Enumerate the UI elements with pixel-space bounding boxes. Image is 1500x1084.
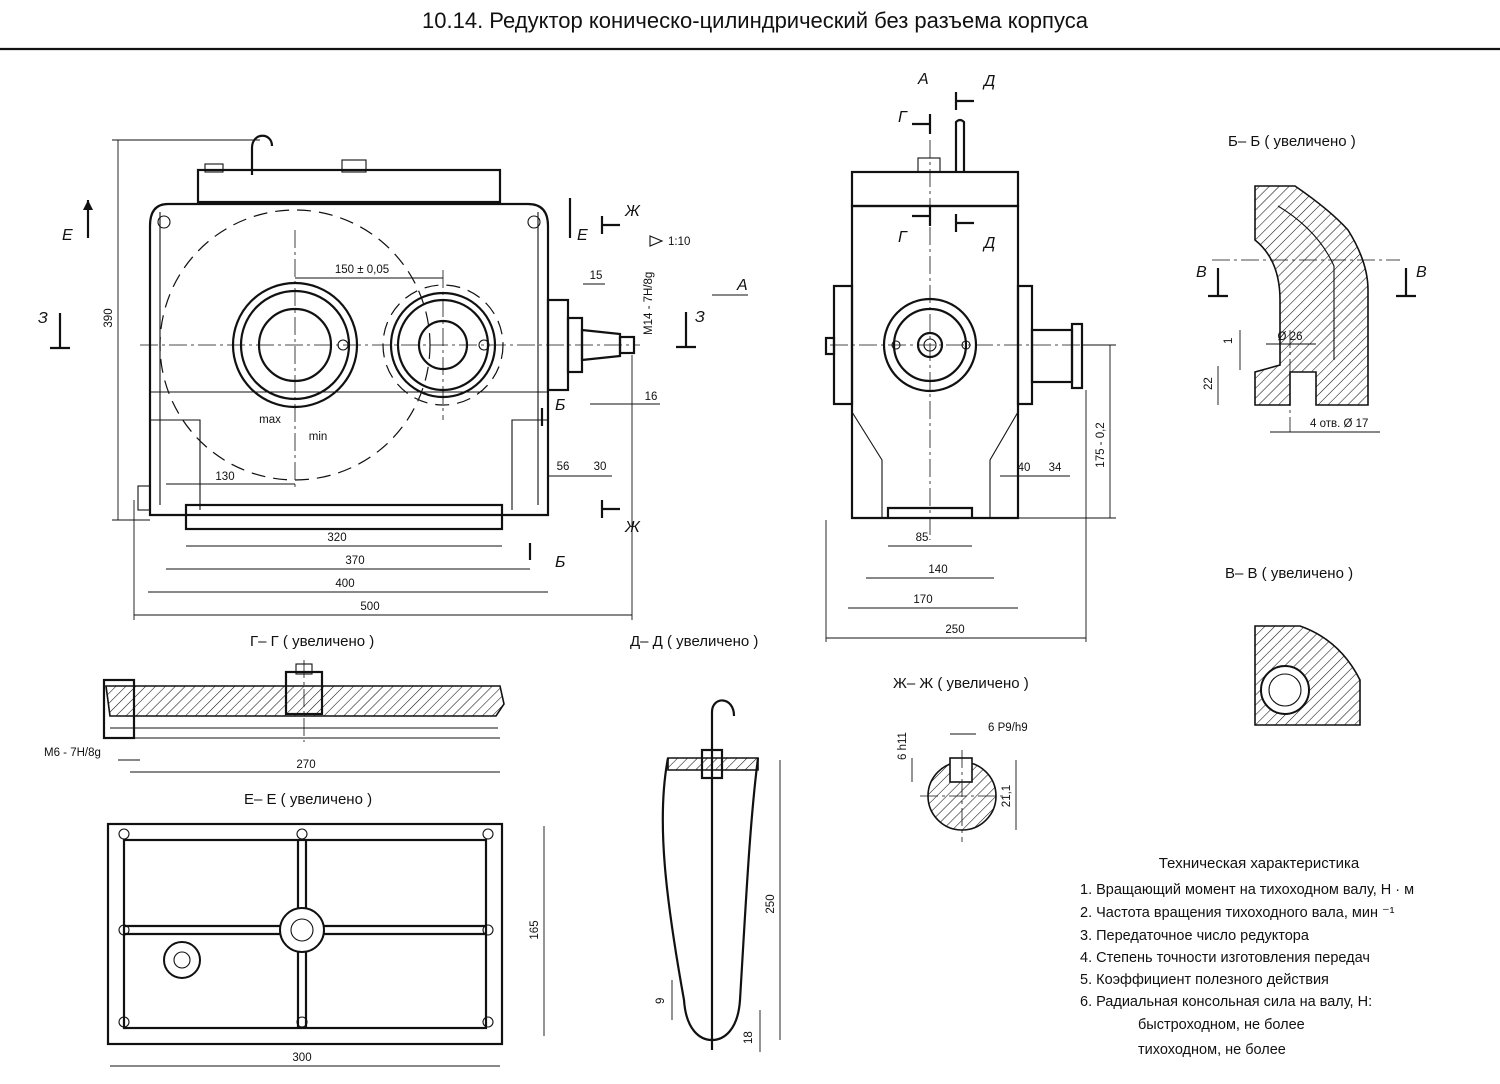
- dim-18: 18: [743, 1031, 755, 1044]
- mark-ZH-bottom: Ж: [624, 519, 641, 536]
- dim-holes: 4 отв. Ø 17: [1310, 418, 1368, 430]
- mark-ZH-top: Ж: [624, 203, 641, 220]
- thread-m6: M6 - 7H/8g: [44, 747, 101, 759]
- view-vv-label: В– В ( увеличено ): [1225, 565, 1353, 582]
- dim-21-1: 21,1: [1001, 785, 1013, 807]
- mark-A-side: А: [917, 71, 929, 88]
- section-vv: В– В ( увеличено ): [1225, 565, 1361, 726]
- mark-D-top: Д: [982, 73, 995, 90]
- dim-h11: 6 h11: [897, 732, 909, 760]
- mark-E-right: Е: [577, 227, 588, 244]
- dim-250: 250: [945, 624, 964, 636]
- dim-34: 34: [1049, 462, 1062, 474]
- dim-85: 85: [916, 532, 929, 544]
- tech-spec-item: 6. Радиальная консольная сила на валу, Н…: [1080, 994, 1372, 1010]
- side-view: 85 140 170 250 40 34 175 - 0,2 А Д Г Г Д: [824, 71, 1116, 642]
- dim-1: 1: [1223, 338, 1235, 344]
- view-dd-label: Д– Д ( увеличено ): [630, 633, 758, 650]
- dim-15: 15: [590, 270, 603, 282]
- dim-175: 175 - 0,2: [1095, 422, 1107, 467]
- section-dd: Д– Д ( увеличено ) 250 9 18: [630, 633, 781, 1052]
- mark-V-right: В: [1416, 264, 1427, 281]
- dim-130: 130: [215, 471, 234, 483]
- view-ee-label: Е– Е ( увеличено ): [244, 791, 372, 808]
- mark-E-left: Е: [62, 227, 73, 244]
- dim-170: 170: [913, 594, 932, 606]
- dim-400: 400: [335, 578, 354, 590]
- tech-spec-heading: Техническая характеристика: [1159, 855, 1360, 872]
- thread-m14: M14 - 7H/8g: [643, 272, 655, 335]
- front-view: 390 150 ± 0,05 130 320 370 400 500 56 30…: [103, 134, 690, 620]
- section-gg: Г– Г ( увеличено ) M6 - 7H/8g 270: [44, 633, 505, 773]
- label-min: min: [309, 431, 328, 443]
- dim-250b: 250: [765, 894, 777, 913]
- dim-30: 30: [594, 461, 607, 473]
- tech-spec-item: 1. Вращающий момент на тихоходном валу, …: [1080, 882, 1414, 898]
- mark-Z-right: З: [695, 309, 705, 326]
- dim-d26: Ø 26: [1278, 331, 1303, 343]
- dim-40: 40: [1018, 462, 1031, 474]
- view-zhzh-label: Ж– Ж ( увеличено ): [893, 675, 1029, 692]
- label-max: max: [259, 414, 281, 426]
- taper-1-10: 1:10: [668, 236, 690, 248]
- mark-A-front: А: [736, 277, 748, 294]
- dim-320: 320: [327, 532, 346, 544]
- tech-spec-item: 5. Коэффициент полезного действия: [1080, 972, 1329, 988]
- tech-spec-item: тихоходном, не более: [1138, 1042, 1286, 1058]
- dim-500: 500: [360, 601, 379, 613]
- section-ee: Е– Е ( увеличено ) 165 300: [106, 791, 545, 1067]
- mark-B-bottom: Б: [555, 554, 565, 571]
- dim-140: 140: [928, 564, 947, 576]
- mark-G-top: Г: [898, 109, 908, 126]
- mark-Z-left: З: [38, 310, 48, 327]
- section-bb: Б– Б ( увеличено ) В В Ø 26 1 22 4 отв. …: [1196, 133, 1427, 433]
- dim-370: 370: [345, 555, 364, 567]
- tech-spec-item: быстроходном, не более: [1138, 1017, 1305, 1033]
- mark-V-left: В: [1196, 264, 1207, 281]
- dim-300: 300: [292, 1052, 311, 1064]
- section-zhzh: Ж– Ж ( увеличено ) 6 P9/h9 6 h11 21,1: [893, 675, 1029, 842]
- dim-22: 22: [1203, 377, 1215, 390]
- view-bb-label: Б– Б ( увеличено ): [1228, 133, 1356, 150]
- dim-150: 150 ± 0,05: [335, 264, 389, 276]
- drawing-title: 10.14. Редуктор коническо-цилиндрический…: [422, 8, 1089, 33]
- dim-16: 16: [645, 391, 658, 403]
- dim-390: 390: [103, 308, 115, 327]
- dim-270: 270: [296, 759, 315, 771]
- dim-9: 9: [655, 998, 667, 1004]
- mark-G-mid: Г: [898, 229, 908, 246]
- tech-spec-item: 2. Частота вращения тихоходного вала, ми…: [1080, 905, 1395, 921]
- front-section-marks: Е Е Ж Ж З З А Б Б: [38, 198, 748, 571]
- mark-B-top: Б: [555, 397, 565, 414]
- tech-spec: Техническая характеристика 1. Вращающий …: [1080, 855, 1414, 1058]
- dim-p9: 6 P9/h9: [988, 722, 1028, 734]
- view-gg-label: Г– Г ( увеличено ): [250, 633, 374, 650]
- tech-spec-item: 4. Степень точности изготовления передач: [1080, 950, 1370, 966]
- dim-56: 56: [557, 461, 570, 473]
- mark-D-mid: Д: [982, 235, 995, 252]
- tech-spec-item: 3. Передаточное число редуктора: [1080, 928, 1310, 944]
- dim-165: 165: [529, 920, 541, 939]
